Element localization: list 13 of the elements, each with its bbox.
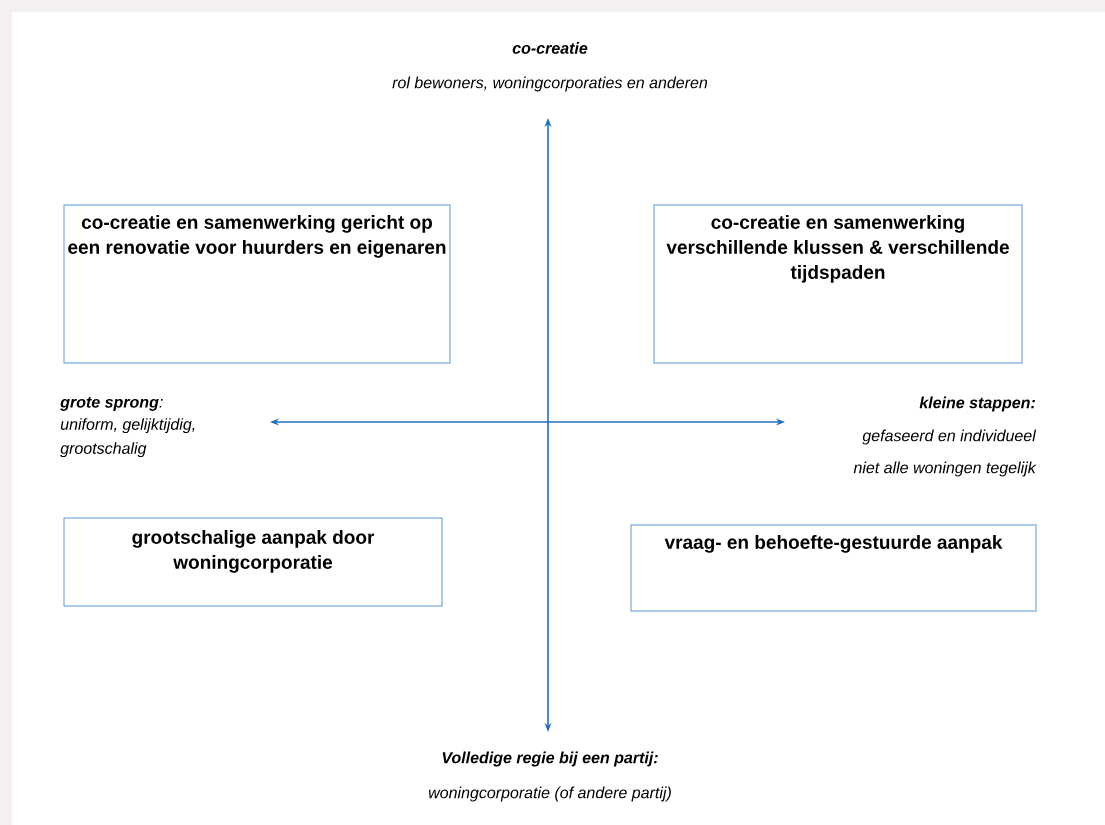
axis-label: gefaseerd en individueel [862,429,1037,445]
quadrant-box: vraag- en behoefte-gestuurde aanpak [630,524,1037,612]
axis-label: grote sprong: [60,397,163,411]
quadrant-box: grootschalige aanpak door woningcorporatie [63,517,443,607]
axis-label: niet alle woningen tegelijk [853,461,1037,477]
axis-label: woningcorporatie (of andere partij) [428,786,671,802]
axis-label: uniform, gelijktijdig, grootschalig [60,418,195,458]
axis-label: rol bewoners, woningcorporaties en anderen [392,76,708,92]
axis-label: co-creatie [512,42,588,54]
axis-label: Volledige regie bij een partij: [442,751,658,767]
quadrant-box: co-creatie en samenwerking gericht op een renovatie voor huurders en eigenaren [63,204,451,364]
quadrant-box: co-creatie en samenwerking verschillende klussen & verschillende tijdspaden [653,204,1023,364]
axis-label: kleine stappen: [919,396,1035,412]
